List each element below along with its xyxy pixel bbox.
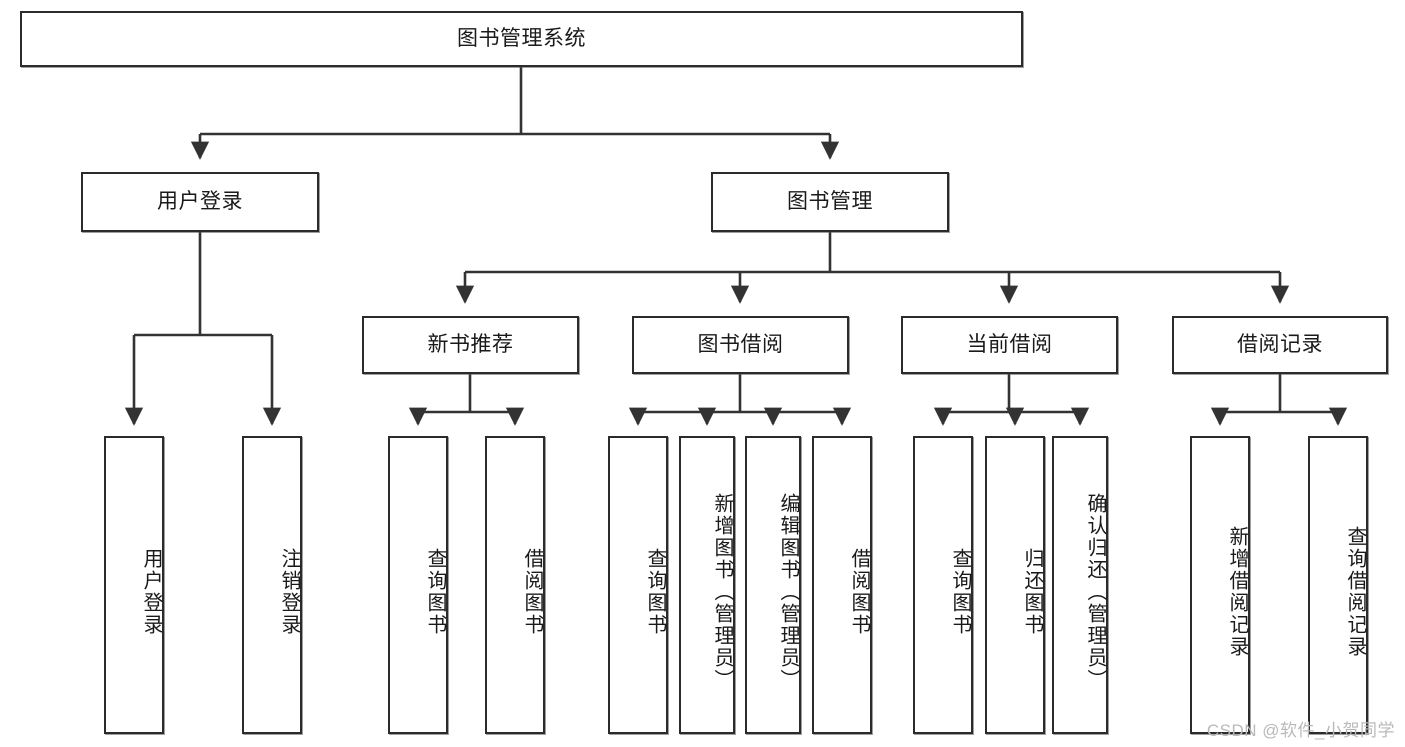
leaf-edit-book-admin-label: 编辑图书（管理员） (777, 493, 799, 691)
leaf-add-borrow-record[interactable]: 新增借阅记录 (1190, 436, 1250, 734)
leaf-query-book-current[interactable]: 查询图书 (913, 436, 973, 734)
leaf-borrow-book[interactable]: 借阅图书 (812, 436, 872, 734)
leaf-add-book-admin-label: 新增图书（管理员） (711, 493, 733, 691)
node-user-login[interactable]: 用户登录 (81, 172, 319, 232)
leaf-borrow-book-recommend[interactable]: 借阅图书 (485, 436, 545, 734)
node-book-management-label: 图书管理 (787, 190, 873, 214)
leaf-add-book-admin[interactable]: 新增图书（管理员） (679, 436, 735, 734)
leaf-return-book[interactable]: 归还图书 (985, 436, 1045, 734)
leaf-confirm-return-admin-label: 确认归还（管理员） (1084, 493, 1106, 691)
leaf-user-login[interactable]: 用户登录 (104, 436, 164, 734)
leaf-query-borrow-record-label: 查询借阅记录 (1344, 526, 1366, 658)
node-borrow-record-label: 借阅记录 (1237, 333, 1323, 357)
leaf-return-book-label: 归还图书 (1021, 548, 1043, 636)
leaf-edit-book-admin[interactable]: 编辑图书（管理员） (745, 436, 801, 734)
leaf-user-logout[interactable]: 注销登录 (242, 436, 302, 734)
node-root-label: 图书管理系统 (457, 27, 586, 51)
node-new-book-recommend-label: 新书推荐 (427, 333, 514, 357)
leaf-borrow-book-label: 借阅图书 (848, 548, 870, 636)
leaf-query-book-recommend[interactable]: 查询图书 (388, 436, 448, 734)
leaf-query-book-current-label: 查询图书 (949, 548, 971, 636)
csdn-watermark: CSDN @软件_小贺同学 (1206, 721, 1395, 740)
leaf-query-book-borrow[interactable]: 查询图书 (608, 436, 668, 734)
node-book-borrow[interactable]: 图书借阅 (632, 316, 849, 374)
leaf-confirm-return-admin[interactable]: 确认归还（管理员） (1052, 436, 1108, 734)
node-new-book-recommend[interactable]: 新书推荐 (362, 316, 579, 374)
node-borrow-record[interactable]: 借阅记录 (1172, 316, 1388, 374)
node-book-borrow-label: 图书借阅 (697, 333, 784, 357)
leaf-query-book-borrow-label: 查询图书 (644, 548, 666, 636)
node-root[interactable]: 图书管理系统 (20, 11, 1023, 67)
node-user-login-label: 用户登录 (157, 190, 243, 214)
node-book-management[interactable]: 图书管理 (711, 172, 949, 232)
leaf-add-borrow-record-label: 新增借阅记录 (1226, 526, 1248, 658)
node-current-borrow[interactable]: 当前借阅 (901, 316, 1118, 374)
node-current-borrow-label: 当前借阅 (966, 333, 1053, 357)
leaf-borrow-book-recommend-label: 借阅图书 (521, 548, 543, 636)
leaf-query-borrow-record[interactable]: 查询借阅记录 (1308, 436, 1368, 734)
leaf-user-login-label: 用户登录 (140, 548, 162, 636)
leaf-user-logout-label: 注销登录 (278, 548, 300, 636)
leaf-query-book-recommend-label: 查询图书 (424, 548, 446, 636)
